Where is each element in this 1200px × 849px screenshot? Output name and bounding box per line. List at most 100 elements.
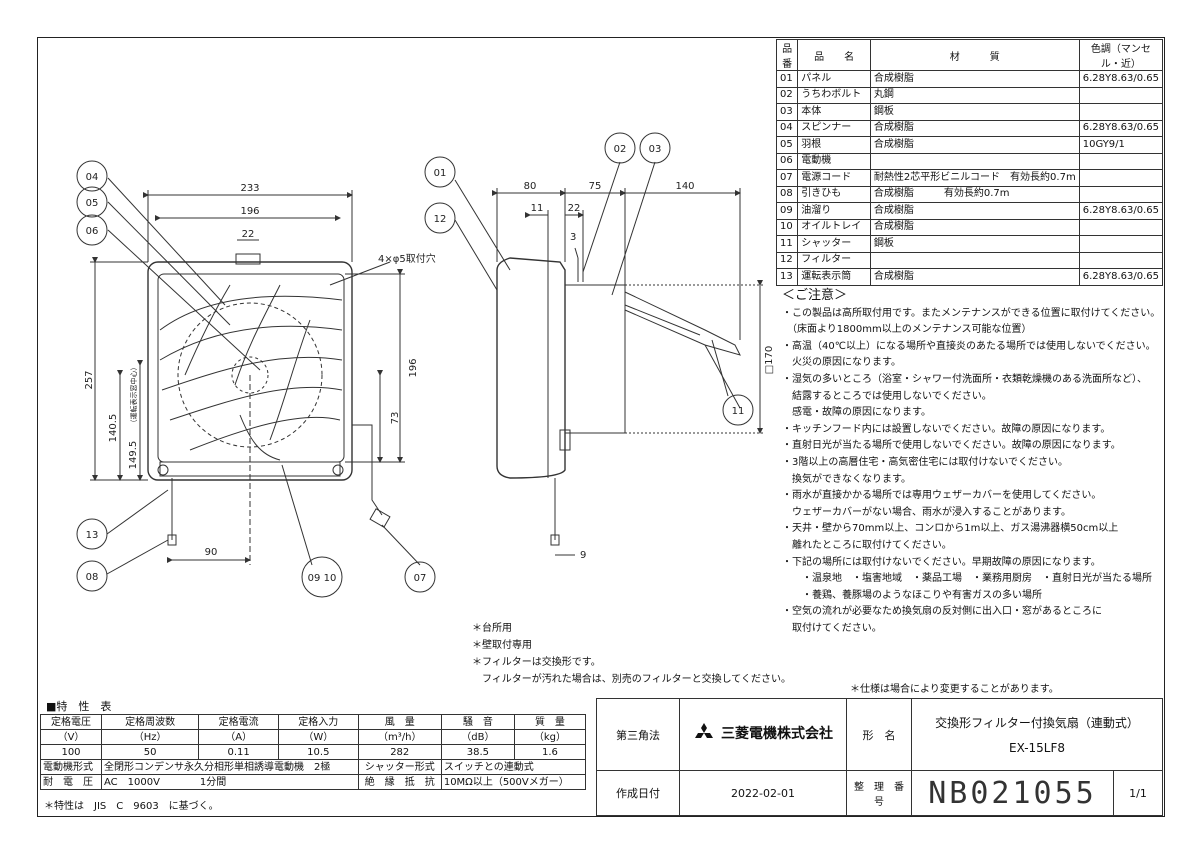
dim-75: 75 [589,181,602,192]
product-cell: 交換形フィルター付換気扇（連動式） EX-15LF8 [911,698,1163,771]
spec-value: 1.6 [513,744,587,760]
callout-08: 08 [86,572,99,583]
part-name: 電動機 [797,152,871,170]
note-line: ・養鶏、養豚場のようなほこりや有害ガスの多い場所 [782,589,1042,601]
spec-value: 38.5 [440,744,515,760]
dim-11: 11 [531,203,544,214]
part-material: 合成樹脂 [869,268,1080,286]
dim-149-5: 149.5 [128,441,139,470]
note-line: ・直射日光が当たる場所で使用しないでください。故障の原因になります。 [782,440,1121,452]
part-color: 6.28Y8.63/0.65 [1078,119,1164,137]
note-line: 結露するところでは使用しないでください。 [782,390,992,402]
part-name: うちわボルト [797,86,871,104]
mitsubishi-logo-icon [695,723,713,738]
part-name: 電源コード [797,169,871,187]
shutter-label: シャッター形式 [357,759,442,775]
dim-140: 140 [675,181,694,192]
dim-22: 22 [242,229,255,240]
caution-notes: ＜ご注意＞ ・この製品は高所取付用です。またメンテナンスができる位置に取付けてく… [782,288,1162,637]
spec-header: 定格電圧 [40,714,102,730]
parts-header-color: 色調（マンセル・近） [1078,39,1164,71]
part-color [1078,86,1164,104]
parts-header-row: 品番 品 名 材 質 色調（マンセル・近） [775,39,1164,71]
withstand-label: 耐 電 圧 [40,774,102,790]
part-name: スピンナー [797,119,871,137]
page-number: 1/1 [1113,770,1163,816]
dim-holes: 4×φ5取付穴 [378,252,436,265]
drawing-sheet [37,37,1165,817]
note-line: ・キッチンフード内には設置しないでください。故障の原因になります。 [782,423,1111,435]
part-material: 合成樹脂 [869,136,1080,154]
dim-149-5-note: （運転表示窓中心） [129,364,138,427]
note-line: ・雨水が直接かかる場所では専用ウェザーカバーを使用してください。 [782,490,1102,502]
part-material: 合成樹脂 [869,70,1080,88]
note-line: ・下記の場所には取付けないでください。早期故障の原因になります。 [782,556,1101,568]
date-value: 2022-02-01 [679,770,847,816]
dim-80: 80 [524,181,537,192]
part-name: オイルトレイ [797,218,871,236]
part-no: 05 [775,136,799,154]
usage-note: フィルターが汚れた場合は、別売のフィルターと交換してください。 [472,674,791,685]
callout-06: 06 [86,226,99,237]
callout-07: 07 [414,573,427,584]
part-color: 6.28Y8.63/0.65 [1078,202,1164,220]
spec-header: 質 量 [513,714,587,730]
part-material: 合成樹脂 [869,202,1080,220]
part-name: 油溜り [797,202,871,220]
number-label: 整 理 番 号 [846,770,914,816]
part-material: 耐熱性2芯平形ビニルコード 有効長約0.7m [869,169,1080,187]
callout-02: 02 [614,144,627,155]
spec-value: 282 [357,744,442,760]
part-material: 合成樹脂 [869,218,1080,236]
insulation-value: 10MΩ以上（500Vメガー） [440,774,587,790]
part-color [1078,169,1164,187]
spec-unit: （Hz） [100,729,200,745]
spec-value: 50 [100,744,200,760]
spec-unit: （m³/h） [357,729,442,745]
spec-header: 定格電流 [198,714,279,730]
usage-note: ＊台所用 [472,623,512,634]
part-no: 03 [775,103,799,121]
part-color [1078,103,1164,121]
callout-04: 04 [86,172,99,183]
part-name: 運転表示筒 [797,268,871,286]
company-logo: 三菱電機株式会社 [693,723,833,743]
side-body [564,284,626,434]
dim-233: 233 [240,183,259,194]
note-line: ウェザーカバーがない場合、雨水が浸入することがあります。 [782,506,1071,518]
spec-header: 定格周波数 [100,714,200,730]
part-no: 08 [775,185,799,203]
spec-unit: （W） [277,729,359,745]
motor-label: 電動機形式 [40,759,102,775]
note-line: 感電・故障の原因になります。 [782,407,931,419]
callout-03: 03 [649,144,662,155]
spec-header: 定格入力 [277,714,359,730]
note-line: （床面より1800mm以上のメンテナンス可能な位置） [782,324,1032,336]
dim-196-height: 196 [408,358,419,377]
dim-90: 90 [205,547,218,558]
part-material: 鋼板 [869,103,1080,121]
model-label: 形 名 [846,698,912,771]
note-line: ・天井・壁から70mm以上、コンロから1m以上、ガス湯沸器横50cm以上 [782,523,1119,535]
callout-13: 13 [86,530,99,541]
spinner-circle [231,356,269,394]
spec-unit: （kg） [513,729,587,745]
notes-title: ＜ご注意＞ [782,288,848,303]
usage-note: ＊フィルターは交換形です。 [472,657,601,668]
insulation-label: 絶 縁 抵 抗 [357,774,442,790]
note-line: 離れたところに取付けてください。 [782,539,952,551]
part-material: 合成樹脂 [869,119,1080,137]
part-material [869,251,1080,269]
note-line: ・高温（40℃以上）になる場所や直接炎のあたる場所では使用しないでください。 [782,340,1156,352]
specs-voltage-row: 耐 電 圧 AC 1000V 1分間 絶 縁 抵 抗 10MΩ以上（500Vメガ… [40,774,587,790]
note-line: 取付けてください。 [782,622,882,634]
